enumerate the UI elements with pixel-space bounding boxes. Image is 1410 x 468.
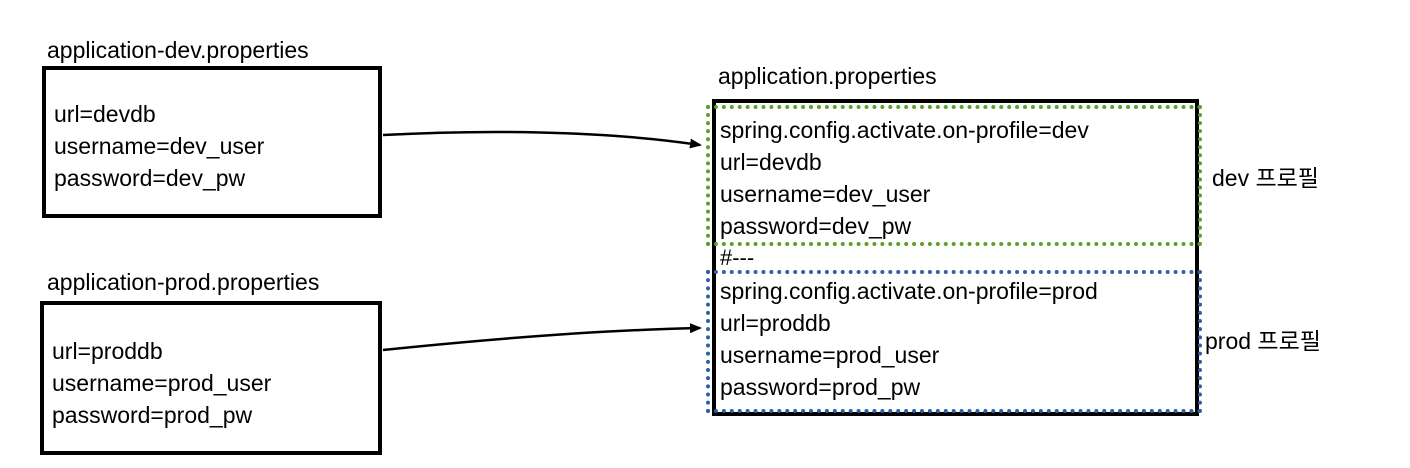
prod-file-line: username=prod_user	[52, 370, 272, 396]
dev-profile-label: dev 프로필	[1212, 165, 1319, 191]
combined-file-box	[712, 99, 1199, 416]
combined-file-title: application.properties	[718, 63, 937, 89]
combined-prod-line: password=prod_pw	[720, 374, 921, 400]
document-separator: #---	[720, 245, 755, 270]
combined-prod-line: spring.config.activate.on-profile=prod	[720, 278, 1098, 304]
combined-dev-lines: spring.config.activate.on-profile=dev ur…	[720, 114, 1089, 242]
dev-file-lines: url=devdb username=dev_user password=dev…	[54, 98, 264, 194]
dev-file-title: application-dev.properties	[47, 37, 309, 63]
combined-dev-line: password=dev_pw	[720, 213, 912, 239]
prod-profile-group	[706, 270, 1202, 413]
prod-file-line: url=proddb	[52, 338, 163, 364]
dev-file-line: username=dev_user	[54, 133, 265, 159]
prod-file-title: application-prod.properties	[47, 269, 320, 295]
prod-file-box: url=proddb username=prod_user password=p…	[40, 301, 382, 455]
prod-profile-label: prod 프로필	[1205, 328, 1321, 354]
combined-dev-line: url=devdb	[720, 149, 822, 175]
dev-file-line: url=devdb	[54, 101, 156, 127]
combined-prod-line: username=prod_user	[720, 342, 940, 368]
prod-file-lines: url=proddb username=prod_user password=p…	[52, 335, 271, 431]
prod-to-combined-arrow	[382, 323, 702, 352]
dev-profile-group	[706, 105, 1202, 246]
combined-dev-line: spring.config.activate.on-profile=dev	[720, 117, 1089, 143]
combined-dev-line: username=dev_user	[720, 181, 931, 207]
dev-file-line: password=dev_pw	[54, 165, 246, 191]
prod-file-line: password=prod_pw	[52, 402, 253, 428]
dev-to-combined-arrow	[382, 130, 702, 149]
dev-file-box: url=devdb username=dev_user password=dev…	[42, 66, 382, 218]
combined-prod-lines: spring.config.activate.on-profile=prod u…	[720, 275, 1098, 403]
combined-prod-line: url=proddb	[720, 310, 831, 336]
